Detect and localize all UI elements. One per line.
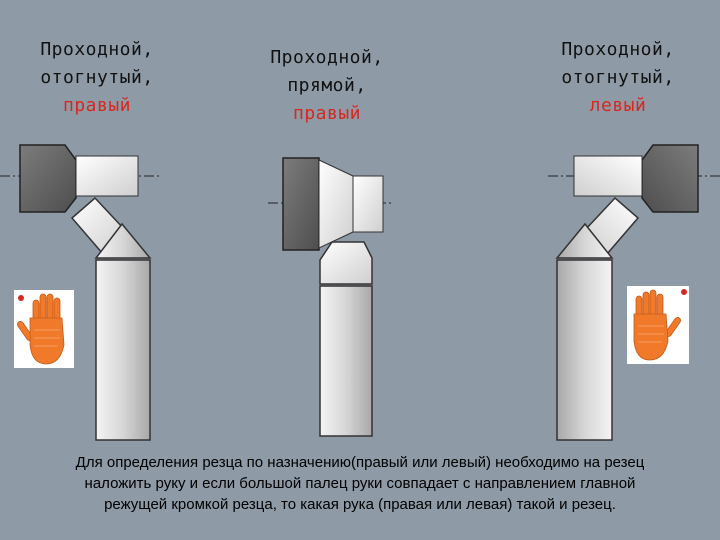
workpiece-part xyxy=(75,155,139,197)
hand-marker-dot xyxy=(18,295,24,301)
tool-label-straight-right: Проходной, прямой, правый xyxy=(242,44,412,128)
caption-line: режущей кромкой резца, то какая рука (пр… xyxy=(104,496,616,513)
tool-head xyxy=(555,222,614,259)
tool-label-direction: левый xyxy=(589,95,647,116)
tool-bent-right xyxy=(0,144,160,441)
tool-head xyxy=(94,222,152,259)
tool-label-line: отогнутый, xyxy=(561,67,675,88)
workpiece-part xyxy=(573,155,643,197)
workpiece-chuck xyxy=(641,144,699,213)
tool-label-bent-left: Проходной, отогнутый, левый xyxy=(533,36,703,120)
tool-shank xyxy=(556,259,613,441)
caption-line: Для определения резца по назначению(прав… xyxy=(75,454,645,471)
workpiece-part xyxy=(318,159,354,249)
right-hand-icon xyxy=(627,286,689,364)
tool-label-line: отогнутый, xyxy=(40,67,154,88)
tool-label-direction: правый xyxy=(292,103,362,124)
workpiece-chuck xyxy=(19,144,77,213)
left-hand-icon xyxy=(14,290,74,368)
workpiece-chuck xyxy=(282,157,320,251)
tool-label-line: прямой, xyxy=(287,75,367,96)
tool-label-line: Проходной, xyxy=(270,47,384,68)
cutting-insert xyxy=(319,241,373,285)
tool-shank xyxy=(95,259,151,441)
workpiece-part-end xyxy=(352,175,384,233)
tool-straight-right xyxy=(268,157,394,437)
hand-marker-dot xyxy=(681,289,687,295)
tool-label-line: Проходной, xyxy=(561,39,675,60)
tool-label-bent-right: Проходной, отогнутый, правый xyxy=(12,36,182,120)
tool-label-direction: правый xyxy=(62,95,132,116)
tool-bent-left xyxy=(548,144,720,441)
tool-label-line: Проходной, xyxy=(40,39,154,60)
tool-shank xyxy=(319,285,373,437)
explanation-caption: Для определения резца по назначению(прав… xyxy=(0,452,720,515)
caption-line: наложить руку и если большой палец руки … xyxy=(84,475,636,492)
